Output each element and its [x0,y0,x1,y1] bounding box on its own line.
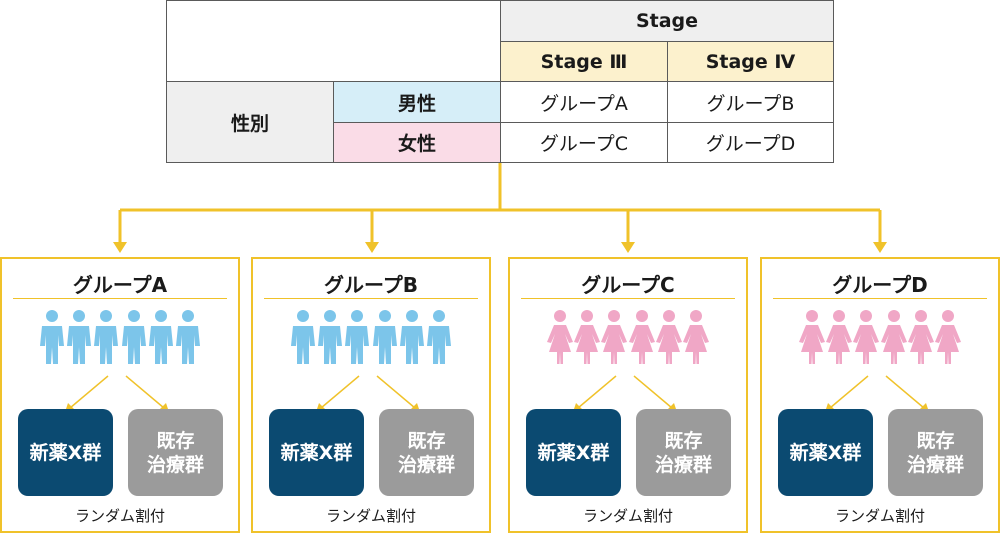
arrowhead-c [621,242,635,253]
existing-treatment-label: 既存治療群 [907,429,964,477]
cell-male-stage4: グループB [667,81,834,123]
group-title: グループD [832,273,928,297]
new-drug-box: 新薬X群 [778,409,873,496]
male-icon [176,310,200,364]
existing-line2: 治療群 [397,453,455,476]
female-icon [656,310,682,364]
male-icon [40,310,64,364]
male-icon [67,310,91,364]
existing-treatment-box: 既存治療群 [379,409,474,496]
people-figures [291,310,451,412]
male-icon [373,310,397,364]
new-drug-box: 新薬X群 [269,409,364,496]
female-icon [629,310,655,364]
male-icon [318,310,342,364]
male-icon [149,310,173,364]
random-allocation-label: ランダム割付 [834,507,925,525]
male-icon [427,310,451,364]
existing-treatment-box: 既存治療群 [128,409,223,496]
existing-line2: 治療群 [146,453,204,476]
random-allocation-label: ランダム割付 [582,507,673,525]
group-panel-c: グループC 新薬X群 既存治療群ランダム割付 [508,257,748,533]
male-label: 男性 [333,81,501,123]
female-icon [853,310,879,364]
new-drug-label: 新薬X群 [789,441,862,464]
existing-treatment-label: 既存治療群 [398,429,455,477]
existing-line1: 既存 [156,429,195,452]
people-figures [40,310,200,412]
existing-treatment-box: 既存治療群 [888,409,983,496]
female-icon [547,310,573,364]
female-icon [881,310,907,364]
existing-treatment-label: 既存治療群 [147,429,204,477]
table-corner [166,0,501,82]
group-title: グループC [581,273,675,297]
cell-female-stage4: グループD [667,122,834,163]
existing-line2: 治療群 [654,453,712,476]
male-icon [291,310,315,364]
group-divider [264,298,478,299]
group-panel-a: グループA 新薬X群 既存治療群ランダム割付 [0,257,240,533]
sex-label: 性別 [166,81,334,163]
male-icon [400,310,424,364]
cell-female-stage3: グループC [500,122,668,163]
existing-treatment-box: 既存治療群 [636,409,731,496]
arrowhead-a [113,242,127,253]
existing-line1: 既存 [916,429,955,452]
existing-line2: 治療群 [906,453,964,476]
people-figures [799,310,961,412]
female-icon [601,310,627,364]
existing-treatment-label: 既存治療群 [655,429,712,477]
group-title: グループA [72,273,168,297]
group-divider [13,298,227,299]
new-drug-label: 新薬X群 [280,441,353,464]
new-drug-box: 新薬X群 [526,409,621,496]
stage-header: Stage [500,0,834,42]
female-icon [683,310,709,364]
group-panel-b: グループB 新薬X群 既存治療群ランダム割付 [251,257,491,533]
group-panel-d: グループD 新薬X群 既存治療群ランダム割付 [760,257,1000,533]
cell-male-stage3: グループA [500,81,668,123]
people-figures [547,310,709,412]
group-divider [773,298,987,299]
existing-line1: 既存 [407,429,446,452]
random-allocation-label: ランダム割付 [325,507,416,525]
new-drug-label: 新薬X群 [29,441,102,464]
female-icon [799,310,825,364]
group-divider [521,298,735,299]
male-icon [345,310,369,364]
female-icon [935,310,961,364]
group-title: グループB [323,273,419,297]
existing-line1: 既存 [664,429,703,452]
random-allocation-label: ランダム割付 [74,507,165,525]
female-icon [908,310,934,364]
arrowhead-d [873,242,887,253]
male-icon [122,310,146,364]
new-drug-label: 新薬X群 [537,441,610,464]
connector-tree [113,163,887,253]
female-icon [574,310,600,364]
arrowhead-b [365,242,379,253]
male-icon [94,310,118,364]
female-icon [826,310,852,364]
new-drug-box: 新薬X群 [18,409,113,496]
